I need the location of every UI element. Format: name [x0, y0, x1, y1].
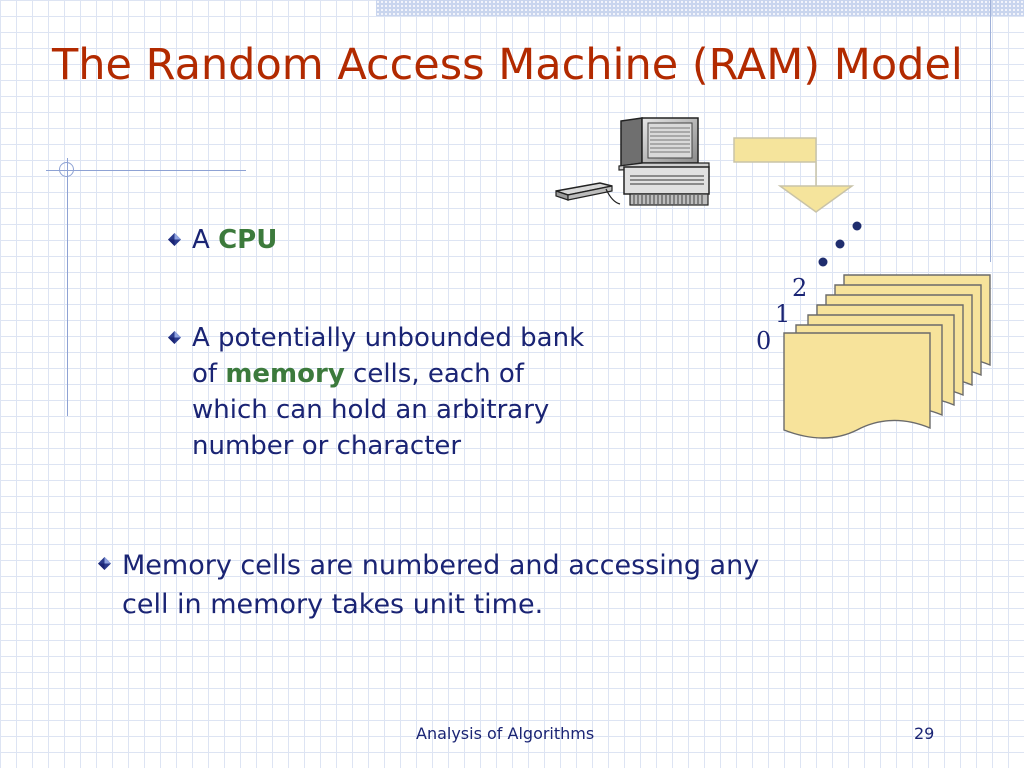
right-rule-line — [990, 0, 991, 262]
bullet-memory-line3: which can hold an arbitrary — [192, 395, 550, 425]
bullet-memory-line2: of memory cells, each of — [192, 356, 584, 392]
bullet-memory-line4: number or character — [192, 431, 462, 461]
memory-line2-suffix: cells, each of — [344, 359, 524, 389]
bullet-cpu: A CPU — [168, 222, 277, 258]
diamond-bullet-icon — [168, 331, 181, 344]
slide-title: The Random Access Machine (RAM) Model — [52, 40, 963, 90]
bullet-unit-time: Memory cells are numbered and accessing … — [98, 546, 858, 624]
memory-cell-label-0: 0 — [756, 327, 771, 355]
memory-line2-prefix: of — [192, 359, 226, 389]
decoration-circle — [59, 162, 74, 177]
bullet-memory: A potentially unbounded bank of memory c… — [168, 320, 648, 464]
diamond-bullet-icon — [98, 557, 111, 570]
ellipsis-dots-icon — [818, 221, 862, 267]
memory-cell-label-1: 1 — [775, 300, 790, 328]
bullet-cpu-text: A CPU — [192, 222, 277, 258]
bullet-unit-time-line1: Memory cells are numbered and accessing … — [122, 550, 760, 581]
diamond-bullet-icon — [168, 233, 181, 246]
computer-icon — [555, 117, 710, 206]
decoration-horizontal-line — [46, 170, 246, 171]
bullet-unit-time-line2: cell in memory takes unit time. — [122, 589, 544, 620]
bullet-cpu-prefix: A — [192, 225, 219, 255]
memory-stack-icon — [783, 274, 991, 439]
memory-emphasis: memory — [225, 359, 345, 389]
bullet-memory-text: A potentially unbounded bank of memory c… — [192, 320, 584, 464]
cpu-emphasis: CPU — [218, 225, 278, 255]
top-decoration-band — [376, 0, 1024, 16]
memory-cell-label-2: 2 — [792, 274, 807, 302]
footer-page-number: 29 — [914, 724, 935, 743]
bullet-unit-time-text: Memory cells are numbered and accessing … — [122, 546, 759, 624]
decoration-vertical-line — [67, 158, 68, 416]
down-arrow-icon — [733, 137, 855, 213]
bullet-memory-line1: A potentially unbounded bank — [192, 323, 585, 353]
footer-course-title: Analysis of Algorithms — [416, 724, 595, 743]
